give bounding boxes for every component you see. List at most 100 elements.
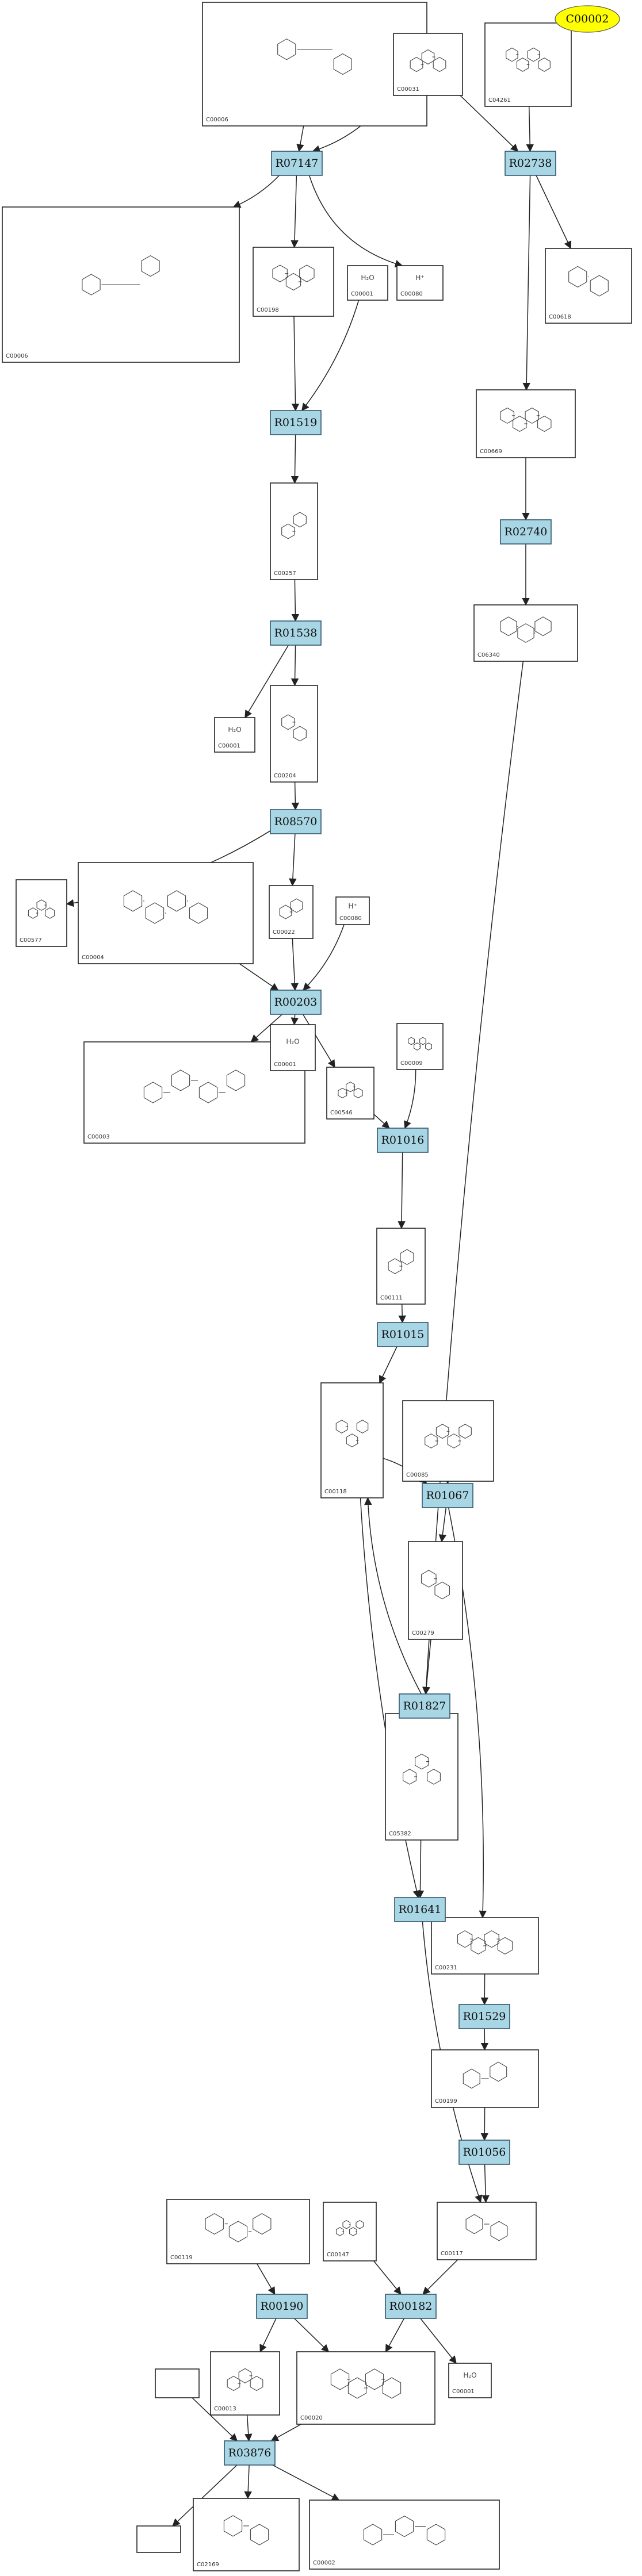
reaction-r01067[interactable]: R01067: [422, 1483, 473, 1508]
compound-blank2[interactable]: [136, 2525, 181, 2553]
compound-c00002[interactable]: C00002: [309, 2500, 500, 2570]
compound-c00022[interactable]: C00022: [269, 885, 314, 939]
reaction-r01538[interactable]: R01538: [270, 620, 322, 646]
compound-label: C00004: [82, 954, 104, 961]
reaction-r02738[interactable]: R02738: [505, 151, 556, 176]
reaction-r08570[interactable]: R08570: [270, 809, 322, 834]
molecule-ring: [425, 1433, 438, 1448]
compound-c00618[interactable]: C00618: [545, 248, 632, 324]
molecule-ring: [45, 907, 55, 919]
compound-c00020[interactable]: C00020: [296, 2351, 435, 2425]
compound-c00080a[interactable]: H⁺C00080: [396, 265, 444, 301]
compound-c00147[interactable]: C00147: [323, 2202, 377, 2261]
reaction-box: [500, 519, 552, 545]
reaction-box: [377, 1128, 429, 1153]
edge-c00006a-r07147: [296, 125, 304, 152]
compound-c05382[interactable]: C05382: [385, 1713, 458, 1841]
compound-c00031[interactable]: C00031: [393, 33, 463, 96]
compound-label: C00022: [273, 929, 295, 936]
reaction-r01056[interactable]: R01056: [458, 2140, 510, 2165]
compound-c00546[interactable]: C00546: [326, 1067, 375, 1120]
reaction-label: R01538: [274, 627, 318, 639]
reaction-label: R02740: [505, 526, 548, 538]
legend-c00002[interactable]: C00002: [555, 5, 620, 33]
molecule-ring: [517, 623, 534, 643]
reaction-label: R01067: [426, 1489, 469, 1502]
reaction-r01016[interactable]: R01016: [377, 1128, 429, 1153]
compound-box: [385, 1713, 458, 1841]
molecule-ring: [425, 1042, 432, 1051]
molecule-ring: [471, 1937, 486, 1955]
molecule-ring: [400, 1249, 414, 1265]
reaction-r00190[interactable]: R00190: [256, 2294, 308, 2319]
edge-r00182-c00020: [385, 2318, 405, 2353]
reaction-r03876[interactable]: R03876: [224, 2440, 276, 2466]
compound-label: C00009: [400, 1060, 423, 1067]
reaction-r00203[interactable]: R00203: [270, 990, 322, 1015]
molecule-ring: [421, 1570, 437, 1588]
reaction-label: R01519: [274, 416, 318, 429]
molecule-ring: [527, 47, 540, 62]
compound-c00085[interactable]: C00085: [402, 1400, 494, 1482]
compound-label: C00117: [441, 2251, 463, 2257]
molecule-ring: [279, 904, 292, 919]
compound-c00080b[interactable]: H⁺C00080: [335, 896, 370, 925]
compound-c00118[interactable]: C00118: [320, 1382, 384, 1498]
compound-c00006a[interactable]: C00006: [202, 2, 427, 126]
molecule-ring: [189, 902, 208, 924]
edge-c00147-r00182: [373, 2260, 402, 2295]
reaction-r07147[interactable]: R07147: [271, 151, 323, 176]
edge-c00022-r00203: [291, 938, 299, 991]
compound-c00009[interactable]: C00009: [396, 1023, 444, 1070]
compound-c00119[interactable]: C00119: [166, 2199, 310, 2264]
compound-blank1[interactable]: [155, 2368, 200, 2398]
compound-c06340[interactable]: C06340: [473, 604, 578, 662]
reaction-label: R00190: [261, 2300, 304, 2313]
molecule-ring: [338, 1087, 347, 1099]
compound-box: [214, 717, 255, 753]
reaction-r01641[interactable]: R01641: [394, 1897, 446, 1922]
compound-c00669[interactable]: C00669: [476, 389, 576, 458]
compound-c00577[interactable]: C00577: [16, 879, 67, 947]
edge-c00118-r01641: [360, 1497, 421, 1899]
reaction-r01015[interactable]: R01015: [377, 1322, 429, 1347]
compound-box: [448, 2363, 492, 2398]
compound-c00279[interactable]: C00279: [408, 1541, 463, 1640]
compound-c00199[interactable]: C00199: [431, 2049, 539, 2108]
compound-c00013[interactable]: C00013: [210, 2351, 280, 2416]
compound-c04261[interactable]: C04261: [484, 22, 572, 107]
molecule-ring: [167, 890, 186, 912]
molecule-ring: [419, 1037, 426, 1045]
edge-c00080b-r00203: [303, 924, 345, 991]
compound-box: [326, 1067, 375, 1120]
reaction-r01519[interactable]: R01519: [270, 410, 322, 435]
molecule-ring: [538, 57, 551, 72]
compound-c00004[interactable]: C00004: [78, 862, 254, 964]
edge-c00117-r00182: [422, 2259, 458, 2295]
reaction-r01529[interactable]: R01529: [458, 2004, 510, 2029]
reaction-box: [377, 1322, 429, 1347]
compound-c00117[interactable]: C00117: [437, 2202, 537, 2260]
edge-r03876-c00002: [272, 2464, 340, 2501]
compound-label: C00147: [327, 2252, 349, 2258]
compound-c00006b[interactable]: C00006: [2, 206, 240, 363]
compound-c00198[interactable]: C00198: [253, 247, 334, 317]
edge-c00009-r01016: [404, 1069, 416, 1129]
compound-c00257[interactable]: C00257: [270, 482, 318, 580]
reaction-r01827[interactable]: R01827: [399, 1693, 450, 1719]
edge-c00031-r02738: [460, 95, 519, 152]
compound-c02169[interactable]: C02169: [193, 2498, 300, 2571]
compound-c00003[interactable]: C00003: [83, 1041, 305, 1144]
compound-c00231[interactable]: C00231: [431, 1917, 539, 1975]
reaction-r00182[interactable]: R00182: [385, 2294, 437, 2319]
reaction-r02740[interactable]: R02740: [500, 519, 552, 545]
compound-c00204[interactable]: C00204: [270, 685, 318, 783]
molecule-ring: [465, 2214, 483, 2234]
reaction-box: [394, 1897, 446, 1922]
molecule-ring: [516, 57, 529, 72]
compound-c00111[interactable]: C00111: [376, 1228, 426, 1305]
